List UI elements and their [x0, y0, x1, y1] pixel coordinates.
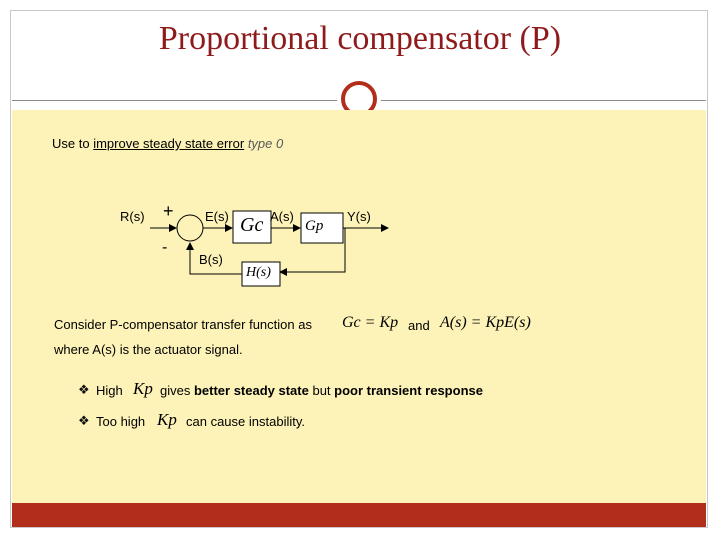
- bullet-2-text: can cause instability.: [186, 414, 305, 429]
- input-label: R(s): [120, 209, 145, 224]
- diamond-bullet-icon: ❖: [78, 382, 90, 397]
- bullet-2-lead: Too high: [96, 414, 146, 429]
- intro-line: Use to improve steady state error type 0: [52, 136, 283, 151]
- compensator-symbol: Gc: [240, 214, 264, 236]
- diamond-bullet-icon: ❖: [78, 413, 90, 428]
- minus-sign: -: [162, 239, 168, 256]
- summing-junction: [176, 214, 204, 242]
- bullet-2-symbol: Kp: [157, 410, 177, 429]
- intro-prefix: Use to: [52, 136, 94, 151]
- feedback-path-left: [186, 242, 242, 275]
- slide-title: Proportional compensator (P): [158, 20, 562, 57]
- consider-text: Consider P-compensator transfer function…: [54, 317, 312, 332]
- bullet-1-lead: High: [96, 383, 123, 398]
- footer-bar: [12, 503, 706, 527]
- bullet-1-text-a: gives: [160, 383, 194, 398]
- slide-frame: [10, 10, 708, 528]
- bullet-1-bold-a: better steady state: [193, 383, 309, 398]
- compensator-block: [232, 210, 272, 244]
- plus-sign: +: [163, 201, 174, 221]
- feedback-path-right: [279, 228, 346, 276]
- feedback-block: [241, 261, 281, 287]
- actuator-label: A(s): [270, 209, 294, 224]
- feedback-label: B(s): [199, 252, 223, 267]
- plant-block: [300, 212, 344, 244]
- content-area: [12, 110, 706, 503]
- bullet-1-text: gives better steady state but poor trans…: [160, 383, 483, 398]
- plant-symbol: Gp: [305, 218, 324, 234]
- error-label: E(s): [205, 209, 229, 224]
- feedback-symbol: H(s): [246, 265, 271, 280]
- bullet-1-text-b: but: [308, 383, 335, 398]
- output-label: Y(s): [347, 209, 371, 224]
- intro-suffix: type 0: [244, 136, 284, 151]
- where-text: where A(s) is the actuator signal.: [54, 342, 243, 357]
- bullet-1-symbol: Kp: [133, 379, 153, 398]
- equation-gc: Gc = Kp: [342, 314, 399, 331]
- bullet-1-bold-b: poor transient response: [334, 383, 483, 398]
- and-text: and: [408, 318, 430, 333]
- equation-as: A(s) = KpE(s): [440, 314, 531, 331]
- intro-underlined: improve steady state error: [93, 136, 245, 151]
